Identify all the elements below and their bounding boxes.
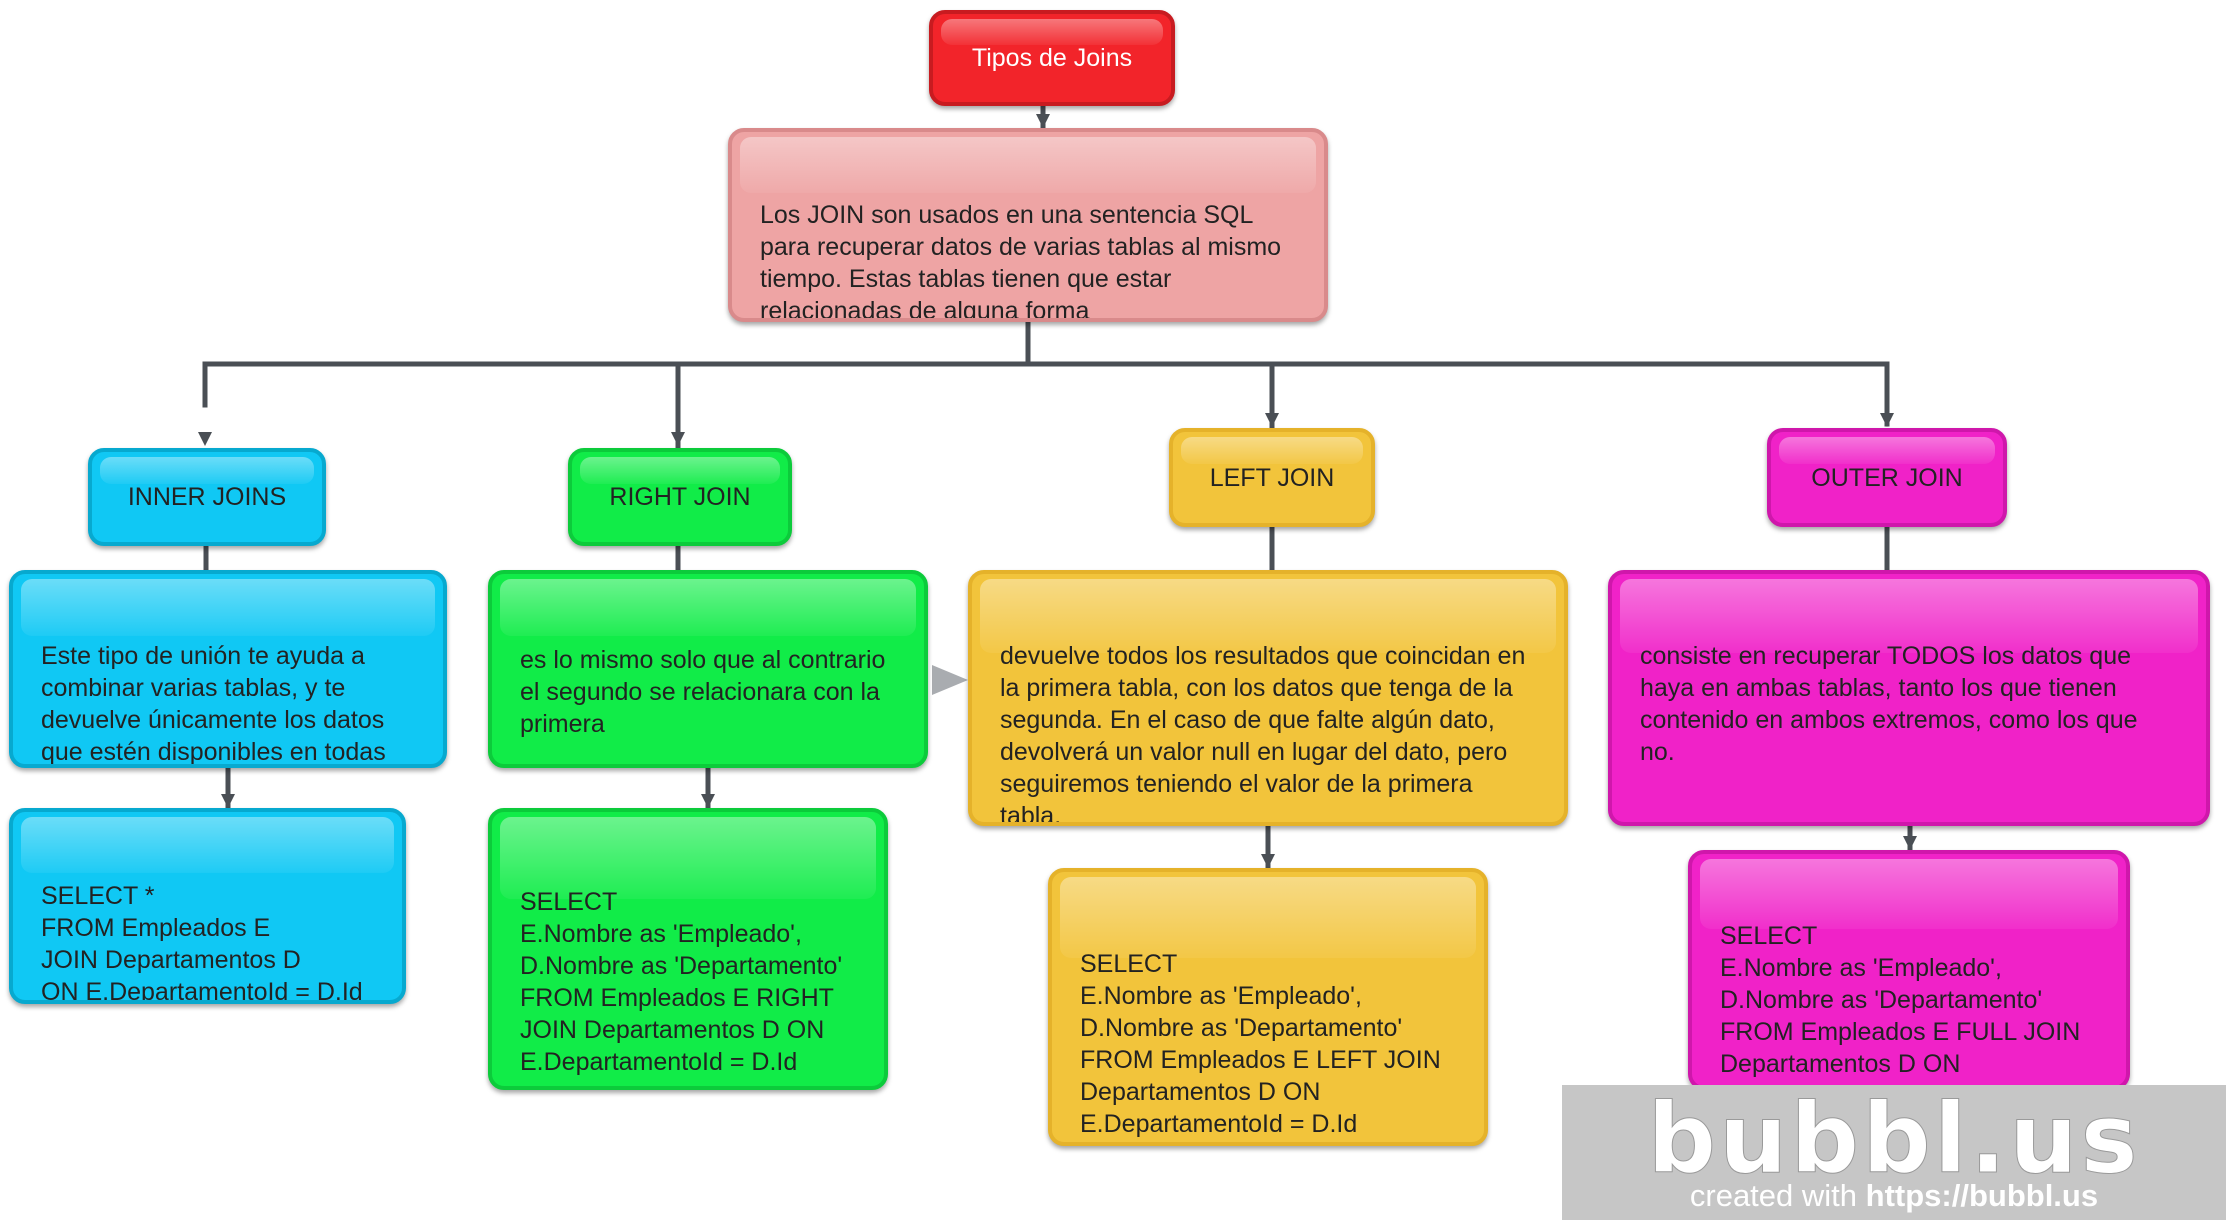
bubblus-link[interactable]: https://bubbl.us [1865, 1178, 2099, 1213]
arrowhead-title [1036, 114, 1050, 128]
outer-join-example-node[interactable]: SELECT E.Nombre as 'Empleado', D.Nombre … [1688, 850, 2130, 1090]
inner-join-heading-node[interactable]: INNER JOINS [88, 448, 326, 546]
outer-join-description-node[interactable]: consiste en recuperar TODOS los datos qu… [1608, 570, 2210, 826]
arrowhead-outer [1880, 413, 1894, 427]
outer-join-heading-node[interactable]: OUTER JOIN [1767, 428, 2007, 527]
arrowhead-inner [198, 432, 212, 446]
inner-join-description: Este tipo de unión te ayuda a combinar v… [41, 642, 386, 766]
arrowhead-inner-desc [221, 794, 235, 808]
arrowhead-left [1265, 413, 1279, 427]
left-join-description-node[interactable]: devuelve todos los resultados que coinci… [968, 570, 1568, 826]
bubblus-logo: bubbl.us [1647, 1083, 2141, 1195]
inner-join-example: SELECT * FROM Empleados E JOIN Departame… [41, 882, 363, 1004]
arrowhead-left-desc [1261, 854, 1275, 868]
left-join-example: SELECT E.Nombre as 'Empleado', D.Nombre … [1080, 950, 1441, 1138]
right-join-heading: RIGHT JOIN [609, 483, 751, 511]
arrowhead-right-desc [701, 794, 715, 808]
arrow-right-to-left-icon [932, 665, 968, 695]
left-join-heading-node[interactable]: LEFT JOIN [1169, 428, 1375, 527]
right-join-example-node[interactable]: SELECT E.Nombre as 'Empleado', D.Nombre … [488, 808, 888, 1090]
arrowhead-outer-desc [1903, 836, 1917, 850]
connector-bus [202, 361, 1890, 427]
arrowhead-right [671, 432, 685, 446]
left-join-example-node[interactable]: SELECT E.Nombre as 'Empleado', D.Nombre … [1048, 868, 1488, 1146]
inner-join-heading: INNER JOINS [127, 483, 287, 511]
outer-join-example: SELECT E.Nombre as 'Empleado', D.Nombre … [1720, 922, 2081, 1086]
left-join-heading: LEFT JOIN [1209, 463, 1335, 492]
right-join-description-node[interactable]: es lo mismo solo que al contrario el seg… [488, 570, 928, 768]
inner-join-example-node[interactable]: SELECT * FROM Empleados E JOIN Departame… [9, 808, 406, 1004]
bubblus-watermark[interactable]: bubbl.us created with https://bubbl.us [1562, 1085, 2226, 1220]
left-join-description: devuelve todos los resultados que coinci… [1000, 642, 1526, 826]
definition-text: Los JOIN son usados en una sentencia SQL… [760, 201, 1282, 322]
right-join-description: es lo mismo solo que al contrario el seg… [520, 646, 886, 738]
right-join-heading-node[interactable]: RIGHT JOIN [568, 448, 792, 546]
right-join-example: SELECT E.Nombre as 'Empleado', D.Nombre … [520, 888, 843, 1076]
title-node[interactable]: Tipos de Joins [929, 10, 1175, 106]
created-with-prefix: created with [1689, 1178, 1866, 1213]
inner-join-description-node[interactable]: Este tipo de unión te ayuda a combinar v… [9, 570, 447, 768]
outer-join-description: consiste en recuperar TODOS los datos qu… [1640, 642, 2138, 766]
definition-node[interactable]: Los JOIN son usados en una sentencia SQL… [728, 128, 1328, 322]
outer-join-heading: OUTER JOIN [1811, 463, 1963, 492]
created-with-line: created with https://bubbl.us [1562, 1177, 2226, 1215]
title-text: Tipos de Joins [971, 44, 1133, 72]
